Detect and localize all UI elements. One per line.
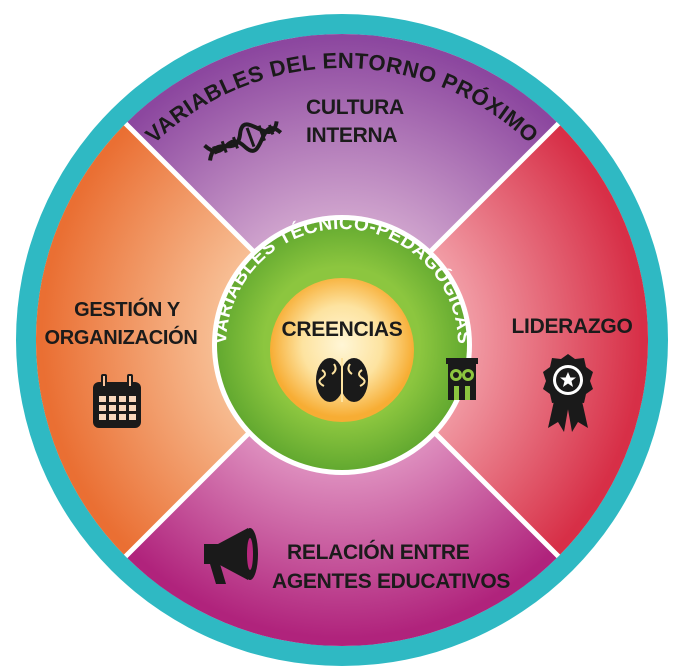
left-label-line2: ORGANIZACIÓN <box>44 325 197 349</box>
segment-left <box>35 123 343 557</box>
segment-top <box>125 33 559 340</box>
segment-right <box>342 123 649 557</box>
brain-icon <box>316 358 368 402</box>
megaphone-icon <box>204 528 258 584</box>
owl-icon <box>446 358 478 400</box>
core-circle <box>270 278 414 422</box>
left-label-line1: GESTIÓN Y <box>74 297 181 321</box>
bottom-label-line2: AGENTES EDUCATIVOS <box>272 570 510 593</box>
calendar-icon <box>93 374 141 428</box>
top-label-line2: INTERNA <box>306 124 397 147</box>
right-label: LIDERAZGO <box>512 315 633 338</box>
dna-icon <box>203 120 283 161</box>
award-badge-icon <box>543 354 593 432</box>
core-label: CREENCIAS <box>282 318 403 341</box>
bottom-label-line1: RELACIÓN ENTRE <box>287 540 470 564</box>
top-label-line1: CULTURA <box>306 96 404 119</box>
